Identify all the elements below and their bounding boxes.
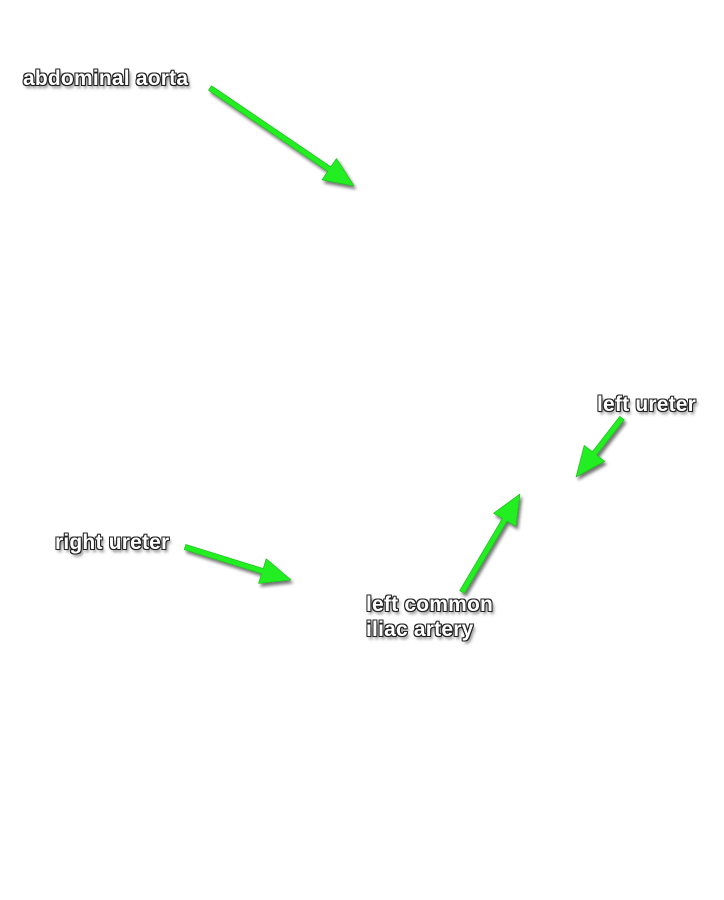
label-left-common-iliac-artery: left common iliac artery xyxy=(366,592,493,642)
label-abdominal-aorta: abdominal aorta xyxy=(23,67,189,90)
label-right-ureter: right ureter xyxy=(55,531,170,554)
arrow-right-ureter xyxy=(183,544,292,584)
arrow-left-common-iliac xyxy=(459,493,521,594)
arrow-abdominal-aorta xyxy=(208,85,355,187)
label-left-common-iliac-line-2: iliac artery xyxy=(366,618,474,641)
arrow-left-ureter xyxy=(575,415,625,478)
label-left-ureter: left ureter xyxy=(597,393,697,416)
label-left-common-iliac-line-1: left common xyxy=(366,593,494,616)
